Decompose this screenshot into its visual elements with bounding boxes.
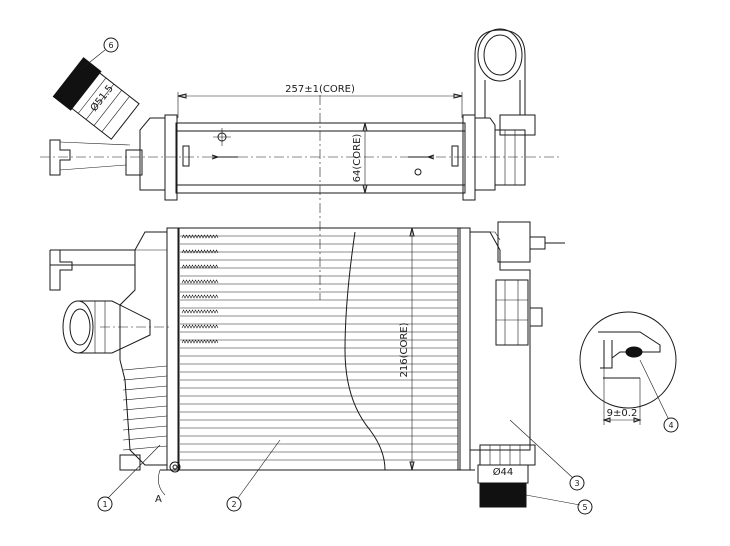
callout-5-label: 5 [582,503,587,512]
tank-rib [122,395,168,401]
dim-hose-diameter: Ø51.5 [88,83,116,114]
front-view: Ø44 216(CORE) A [49,221,565,508]
tank-rib [122,405,168,411]
hose-clamp-outlet [479,482,527,508]
fin-zigzag [181,339,219,344]
fin-zigzag [181,294,219,299]
hose-clamp-top [52,57,102,111]
dim-core-depth: 64(CORE) [352,134,363,183]
core-tubes [180,234,458,461]
callout-6-label: 6 [108,41,113,50]
dim-core-width: 257±1(CORE) [285,84,355,95]
fin-zigzag [181,309,219,314]
callout-3 [569,475,585,491]
dim-core-height: 216(CORE) [399,322,410,377]
callout-2-label: 2 [231,500,236,509]
dim-outlet-diameter: Ø44 [493,466,514,478]
tank-rib [122,435,168,441]
callout-4 [663,417,679,433]
o-ring [625,346,643,358]
tank-ribs [122,365,168,451]
fin-zigzag [181,324,219,329]
callouts: 1 2 3 4 5 6 [79,37,679,515]
fin-zigzag [181,264,219,269]
callout-5 [577,499,593,515]
tank-rib [122,445,168,451]
callout-1 [97,496,113,512]
fin-zigzag [181,234,219,239]
callout-4-label: 4 [668,421,673,430]
fin-zigzag [181,249,219,254]
callout-1-label: 1 [102,500,107,509]
callout-3-label: 3 [574,479,579,488]
tank-rib [122,385,168,391]
tank-rib [122,375,168,381]
tank-rib [122,415,168,421]
top-view: Ø51.5 257±1(CORE) 64(CORE) [40,28,560,300]
fin-zigzag [181,279,219,284]
dim-seal-gap: 9±0.2 [607,408,638,419]
callout-6 [103,37,119,53]
callout-2 [226,496,242,512]
tank-rib [122,425,168,431]
tank-rib [122,365,168,371]
seal-detail: 9±0.2 [579,311,677,425]
detail-marker-a: A [155,494,162,505]
